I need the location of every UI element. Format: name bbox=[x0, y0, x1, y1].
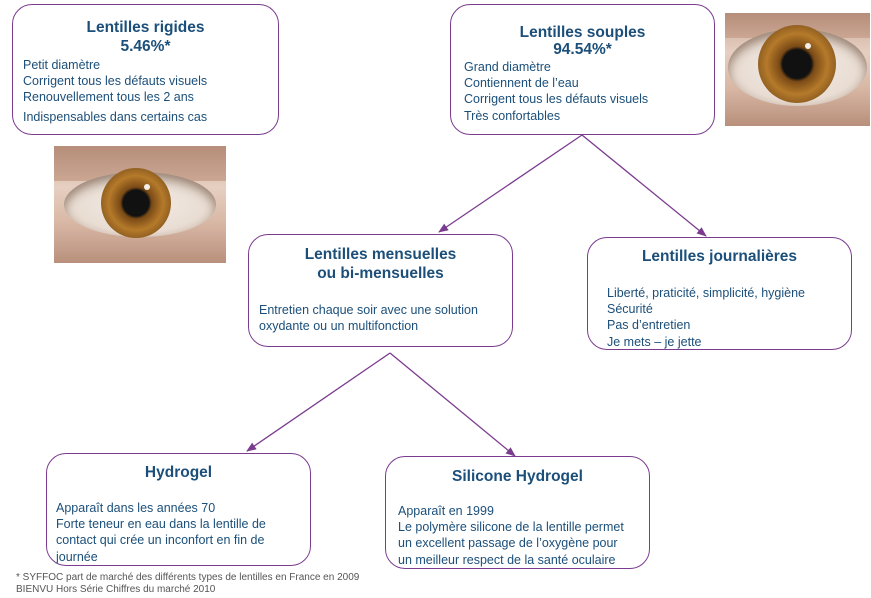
list-item: Grand diamètre bbox=[464, 60, 551, 74]
footnote-line1: * SYFFOC part de marché des différents t… bbox=[16, 572, 360, 583]
list-item: Apparaît dans les années 70 bbox=[56, 501, 216, 515]
silicone-box: Silicone Hydrogel Apparaît en 1999 Le po… bbox=[385, 456, 650, 569]
silicone-title: Silicone Hydrogel bbox=[452, 468, 583, 485]
souples-box: Lentilles souples 94.54%* Grand diamètre… bbox=[450, 4, 715, 135]
rigides-title: Lentilles rigides bbox=[86, 19, 205, 36]
list-item: Très confortables bbox=[464, 108, 561, 123]
list-item: contact qui crée un inconfort en fin de bbox=[56, 533, 265, 548]
rigides-percent: 5.46%* bbox=[120, 38, 171, 55]
list-item: Indispensables dans certains cas bbox=[23, 109, 208, 124]
hydrogel-box: Hydrogel Apparaît dans les années 70 For… bbox=[46, 453, 311, 566]
arrow-mensuelles-to-hydrogel bbox=[246, 352, 391, 452]
list-item: Liberté, praticité, simplicité, hygiène bbox=[607, 286, 806, 300]
arrow-mensuelles-to-silicone bbox=[389, 352, 516, 457]
list-item: Je mets – je jette bbox=[607, 334, 702, 349]
journalieres-title: Lentilles journalières bbox=[641, 248, 798, 265]
iris bbox=[101, 168, 171, 238]
list-item: Petit diamètre bbox=[23, 58, 101, 72]
list-item: Pas d’entretien bbox=[607, 318, 691, 333]
list-item: Corrigent tous les défauts visuels bbox=[23, 74, 208, 89]
journalieres-items: Liberté, praticité, simplicité, hygiène … bbox=[607, 285, 805, 350]
souples-percent: 94.54%* bbox=[553, 41, 612, 58]
iris bbox=[758, 25, 836, 103]
rigides-items: Petit diamètre Corrigent tous les défaut… bbox=[23, 57, 207, 125]
list-item: Forte teneur en eau dans la lentille de bbox=[56, 517, 266, 532]
list-item: Le polymère silicone de la lentille perm… bbox=[398, 520, 624, 535]
list-item: Corrigent tous les défauts visuels bbox=[464, 92, 649, 107]
list-item: Entretien chaque soir avec une solution bbox=[259, 303, 478, 317]
eye-photo-right bbox=[725, 13, 870, 126]
arrow-souples-to-mensuelles bbox=[438, 134, 583, 233]
souples-title: Lentilles souples bbox=[519, 24, 646, 41]
souples-items: Grand diamètre Contiennent de l’eau Corr… bbox=[464, 59, 648, 124]
list-item: Sécurité bbox=[607, 302, 653, 317]
list-item: Renouvellement tous les 2 ans bbox=[23, 90, 194, 105]
mensuelles-box: Lentilles mensuelles ou bi-mensuelles En… bbox=[248, 234, 513, 347]
footnote-line2: BIENVU Hors Série Chiffres du marché 201… bbox=[16, 584, 216, 595]
list-item: Apparaît en 1999 bbox=[398, 504, 494, 518]
rigides-box: Lentilles rigides 5.46%* Petit diamètre … bbox=[12, 4, 279, 135]
hydrogel-title: Hydrogel bbox=[144, 464, 213, 481]
mensuelles-items: Entretien chaque soir avec une solution … bbox=[259, 302, 478, 334]
silicone-items: Apparaît en 1999 Le polymère silicone de… bbox=[398, 503, 624, 568]
list-item: un excellent passage de l’oxygène pour bbox=[398, 536, 618, 551]
mensuelles-title-line1: Lentilles mensuelles bbox=[304, 246, 457, 263]
eye-photo-left bbox=[54, 146, 226, 263]
arrow-souples-to-journalieres bbox=[581, 134, 707, 237]
list-item: Contiennent de l’eau bbox=[464, 76, 579, 91]
list-item: un meilleur respect de la santé oculaire bbox=[398, 552, 616, 567]
mensuelles-title-line2: ou bi-mensuelles bbox=[317, 265, 444, 282]
list-item: journée bbox=[56, 549, 98, 564]
journalieres-box: Lentilles journalières Liberté, praticit… bbox=[587, 237, 852, 350]
list-item: oxydante ou un multifonction bbox=[259, 319, 419, 334]
hydrogel-items: Apparaît dans les années 70 Forte teneur… bbox=[56, 500, 266, 565]
